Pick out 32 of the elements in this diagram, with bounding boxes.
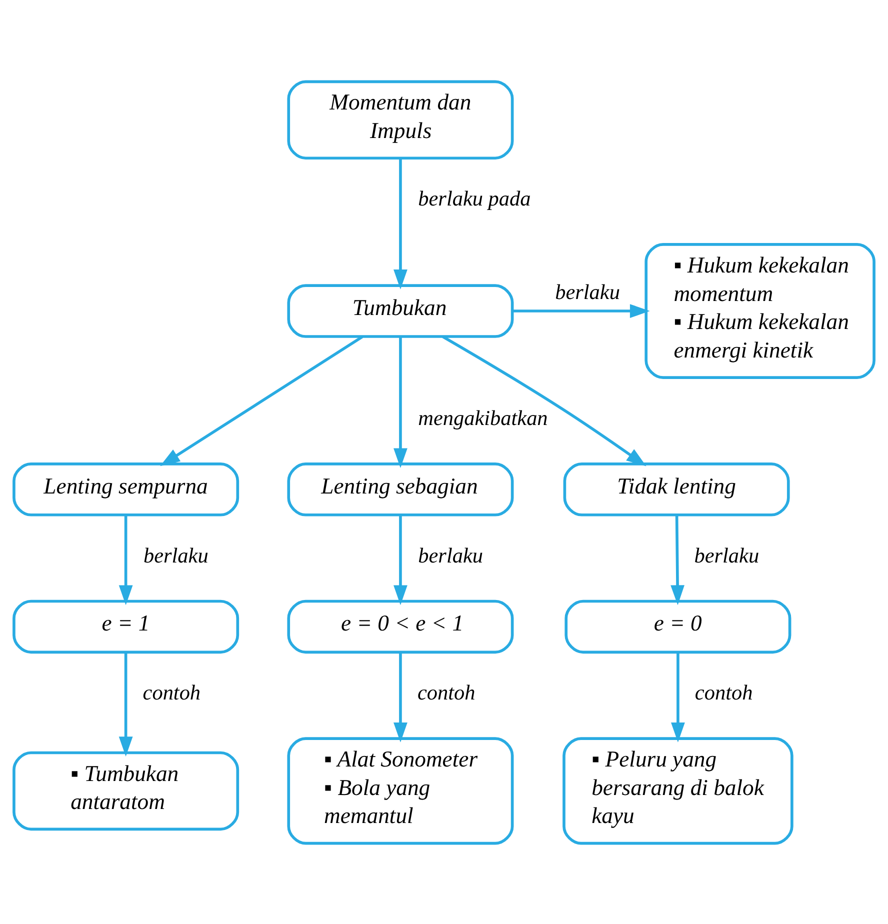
arrow (442, 334, 646, 466)
arrow (118, 514, 133, 605)
arrow (670, 514, 684, 605)
arrow (394, 652, 408, 742)
node-box: ▪ Alat Sonometer ▪ Bola yang memantul (287, 736, 514, 844)
edge-label: contoh (417, 680, 476, 704)
node-box: ▪ Peluru yang bersarang di balok kayu (562, 736, 794, 844)
node-box: e = 1 (12, 599, 240, 654)
arrow (394, 514, 408, 605)
arrow (160, 335, 364, 466)
node-box: Momentum dan Impuls (287, 80, 514, 160)
node-box: ▪ Hukum kekekalan momentum ▪ Hukum kekekalan enmergi kinetik (644, 242, 876, 378)
node-box: Tidak lenting (563, 462, 790, 516)
arrow (512, 304, 650, 318)
edge-label: contoh (694, 680, 753, 704)
edge-label: berlaku (144, 542, 208, 567)
edge-label: berlaku (694, 542, 760, 567)
edge-label: berlaku (555, 279, 620, 304)
edge-label: contoh (142, 680, 201, 704)
node-box: e = 0 < e < 1 (287, 599, 514, 654)
edge-label: mengakibatkan (418, 405, 548, 430)
node-box: e = 0 (564, 599, 792, 654)
node-box: Tumbukan (287, 284, 514, 338)
arrow (671, 652, 685, 742)
node-box: Lenting sebagian (287, 462, 514, 516)
edge-label: berlaku pada (418, 186, 531, 210)
edge-label: berlaku (418, 542, 483, 567)
node-box: Lenting sempurna (12, 462, 240, 516)
node-box: ▪ Tumbukan antaratom (12, 750, 240, 830)
arrow (394, 158, 408, 289)
arrow (118, 652, 133, 756)
arrow (394, 336, 408, 468)
